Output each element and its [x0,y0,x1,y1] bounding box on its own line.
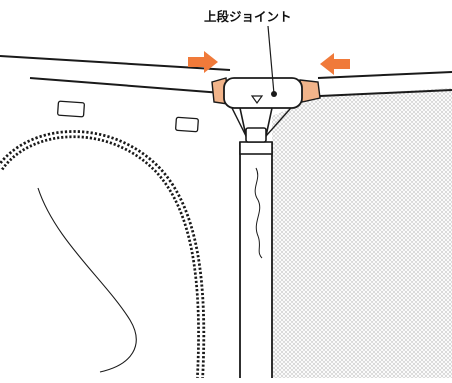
upper-rail-right-bottom [319,89,452,97]
joint-triangle-marker [250,95,264,105]
zipper-arc-inner [0,132,203,379]
joint-collar [245,127,267,143]
upper-rail-left-bottom [29,77,223,94]
zipper-arc [0,130,206,379]
upper-joint-body [223,77,303,109]
fabric-tab-right [175,116,199,133]
upper-joint-label: 上段ジョイント [204,9,292,24]
fabric-tab-left [57,100,85,118]
upper-rail-left-top [0,55,231,71]
mesh-panel [272,88,452,378]
upper-rail-right-top [317,71,452,79]
fabric-fold [37,187,137,373]
push-arrow-icon [320,53,350,75]
joint-callout-leader [267,25,275,95]
post-sleeve [239,141,273,155]
joint-cap-right [299,79,321,103]
push-arrow-icon [188,51,218,73]
vertical-post [239,142,273,378]
post-fabric-wrinkle [254,167,263,259]
callout-dot [271,91,277,97]
